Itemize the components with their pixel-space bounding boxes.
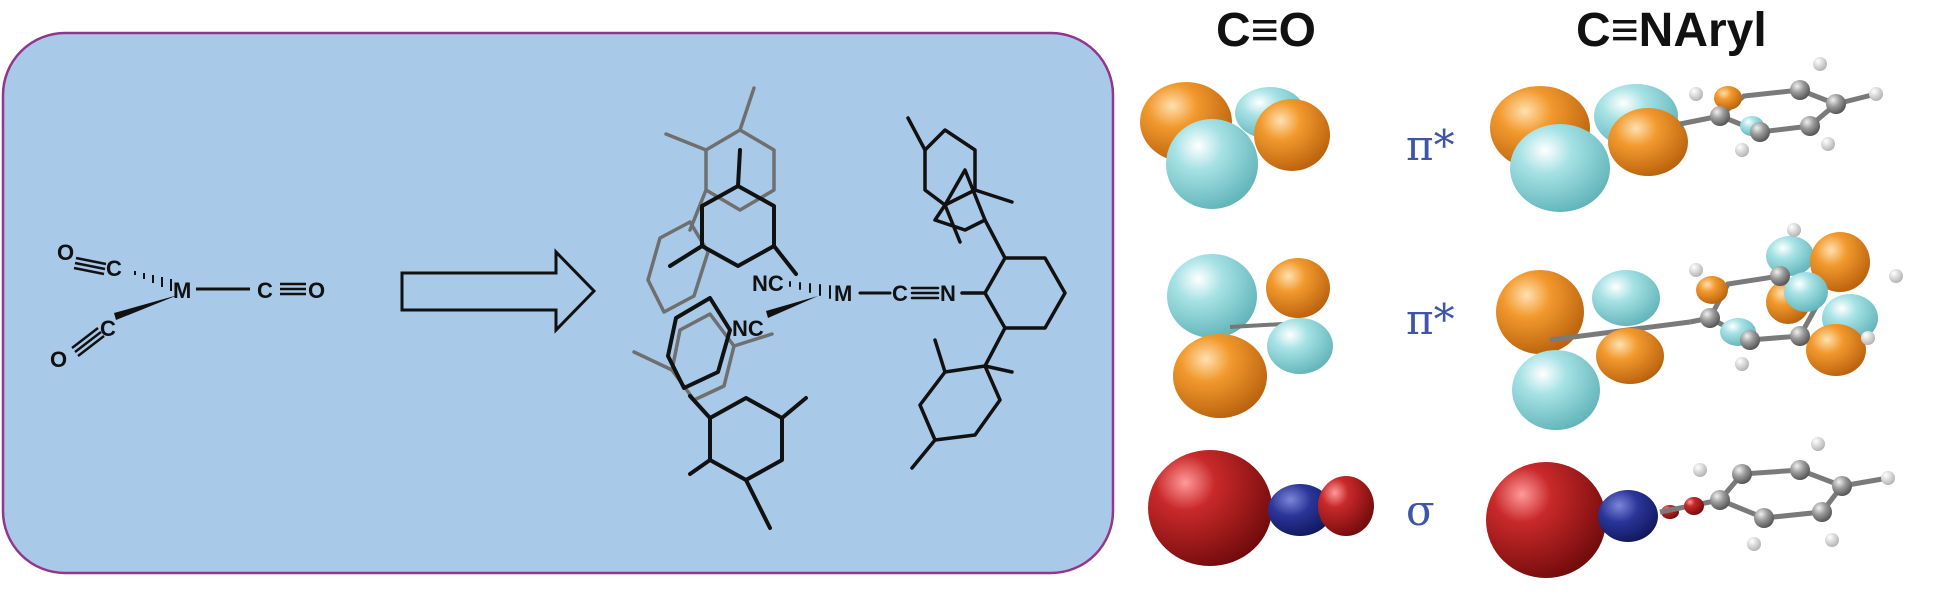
atom-carbon: C [106,256,122,281]
triple-bond-upper-left [73,256,107,276]
atom-label: NC [752,271,784,296]
co-pi-star-orbital-2 [1167,254,1333,418]
atom-oxygen: O [308,278,325,303]
column-heading-co: C≡O [1216,4,1316,57]
scheme-panel [1,31,1115,575]
metal-tricarbonyl [71,256,306,357]
atom-oxygen: O [57,240,74,265]
hashed-bond [134,271,172,291]
hollow-right-arrow-icon [400,248,597,334]
triple-bond-lower-left [71,327,105,357]
orbital-label-pi-star-2: π* [1406,295,1455,344]
orbital-label-sigma: σ [1406,486,1435,535]
co-pi-star-orbital-1 [1140,82,1330,209]
atom-carbon: C [100,316,116,341]
triple-bond-isocyanide [910,286,940,300]
wedge-bond [114,295,178,320]
cnaryl-sigma-orbital [1486,437,1895,578]
triple-bond-right [280,282,306,296]
cnaryl-pi-star-orbital-2 [1496,223,1903,430]
atom-oxygen: O [50,347,67,372]
atom-metal: M [173,278,191,303]
wedge-bond-isocyanide [766,296,818,318]
metal-tricarbonyl-atoms: M C O C O C O [50,240,325,372]
orbital-label-pi-star-1: π* [1406,121,1455,170]
rear-terphenyl-skeleton [632,86,776,402]
atom-metal: M [834,281,852,306]
hashed-bond-isocyanide [789,281,831,299]
atom-carbon: C [892,281,908,306]
atom-nitrogen: N [940,281,956,306]
column-heading-cnaryl: C≡NAryl [1576,4,1767,57]
front-terphenyl-skeleton [666,148,808,530]
co-sigma-orbital [1148,450,1374,566]
isocyanide-complex [632,86,1067,530]
atom-carbon: C [257,278,273,303]
atom-label: NC [732,316,764,341]
isocyanide-complex-atoms: M NC NC C N [732,271,956,341]
cnaryl-pi-star-orbital-1 [1490,57,1883,212]
trans-terphenyl-skeleton [906,116,1067,470]
